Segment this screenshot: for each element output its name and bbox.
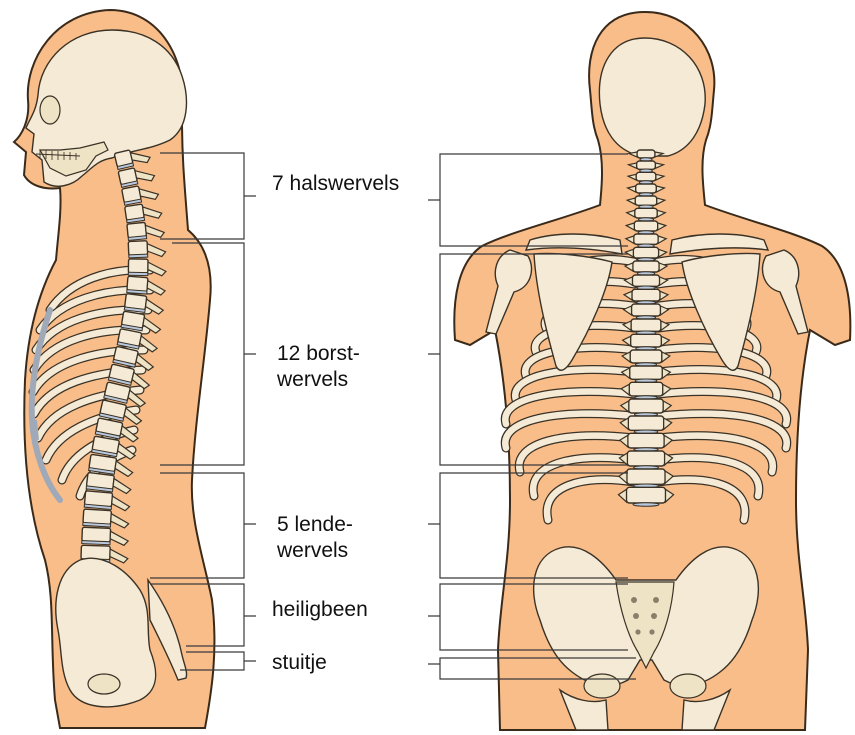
right-bracket-cervical [428, 153, 628, 247]
back-left-humerus [485, 249, 533, 335]
left-bracket-thoracic [160, 242, 256, 466]
back-left-hip-joint [583, 673, 621, 699]
label-thoracic-line1: 12 borst- [277, 342, 360, 365]
side-pelvis [55, 557, 157, 708]
left-bracket-cervical [160, 152, 256, 240]
side-sacrum [147, 577, 188, 681]
label-lumbar-line1: 5 lende- [277, 513, 353, 536]
back-rib [653, 409, 792, 453]
side-spine [79, 149, 167, 582]
side-vertebra [126, 275, 167, 296]
back-rib [653, 475, 750, 525]
left-bracket-coccyx [180, 651, 256, 671]
back-sacral-foramina [631, 597, 659, 635]
back-vertebra [617, 486, 675, 507]
side-eye-socket [39, 95, 61, 125]
side-vertebra [107, 363, 151, 390]
back-ribcage [500, 254, 792, 525]
side-vertebra [98, 399, 143, 426]
left-bracket-lumbar [150, 472, 256, 579]
back-rib [653, 365, 782, 405]
back-vertebra [617, 468, 675, 489]
back-rib [528, 453, 639, 501]
back-vertebra [622, 303, 670, 320]
side-vertebra [112, 345, 155, 372]
right-bracket-coccyx [428, 657, 636, 680]
side-vertebra [103, 381, 147, 408]
back-rib [653, 453, 764, 501]
side-vertebra [123, 293, 165, 315]
back-vertebra [623, 260, 669, 276]
left-bracket-sacrum [150, 583, 256, 647]
side-view-figure [12, 8, 216, 729]
back-rib [653, 387, 792, 429]
back-vertebra [620, 365, 672, 384]
side-vertebra [117, 167, 156, 189]
back-right-scapula [681, 252, 761, 371]
side-vertebra [120, 310, 162, 334]
side-skull [25, 29, 188, 187]
right-bracket-thoracic [428, 253, 628, 466]
back-vertebra [619, 398, 673, 417]
side-hip-joint [87, 673, 121, 695]
side-vertebra [127, 258, 167, 277]
right-bracket-lumbar [428, 472, 628, 579]
back-left-femur [558, 688, 609, 731]
side-vertebra [121, 185, 160, 206]
side-vertebra [116, 328, 159, 353]
back-vertebra [626, 160, 666, 174]
side-vertebra [88, 453, 134, 478]
side-vertebra [126, 221, 166, 241]
label-cervical: 7 halswervels [272, 172, 400, 195]
side-jaw [38, 141, 109, 177]
back-rib [510, 365, 639, 405]
back-spine [617, 149, 675, 507]
back-right-humerus [761, 249, 809, 335]
back-rib [500, 387, 639, 429]
back-rib [542, 475, 639, 525]
side-vertebra [83, 490, 131, 512]
back-right-femur [681, 688, 732, 731]
side-vertebra [91, 435, 137, 460]
side-vertebra [113, 149, 151, 171]
back-vertebra [624, 220, 668, 235]
back-vertebra [625, 183, 667, 197]
back-rib [653, 431, 778, 477]
right-bracket-sacrum [428, 583, 628, 651]
label-thoracic-line2: wervels [277, 368, 349, 391]
side-vertebra [124, 203, 163, 224]
side-teeth [39, 150, 77, 160]
back-sacrum [615, 581, 675, 670]
back-rib [500, 409, 639, 453]
back-right-clavicle [669, 233, 770, 255]
label-lumbar-line2: wervels [277, 539, 349, 562]
side-vertebra [127, 240, 167, 259]
side-vertebra [82, 508, 130, 529]
right-brackets [428, 153, 636, 680]
side-vertebra [81, 526, 130, 547]
back-right-hip-joint [669, 673, 707, 699]
left-brackets [150, 152, 256, 671]
back-left-scapula [533, 252, 613, 371]
back-view-figure [453, 10, 852, 731]
side-vertebra [94, 417, 140, 443]
side-vertebra [85, 472, 132, 495]
label-coccyx: stuitje [272, 651, 327, 674]
back-left-clavicle [524, 233, 623, 255]
back-rib [514, 431, 639, 477]
label-sacrum: heiligbeen [272, 598, 368, 621]
